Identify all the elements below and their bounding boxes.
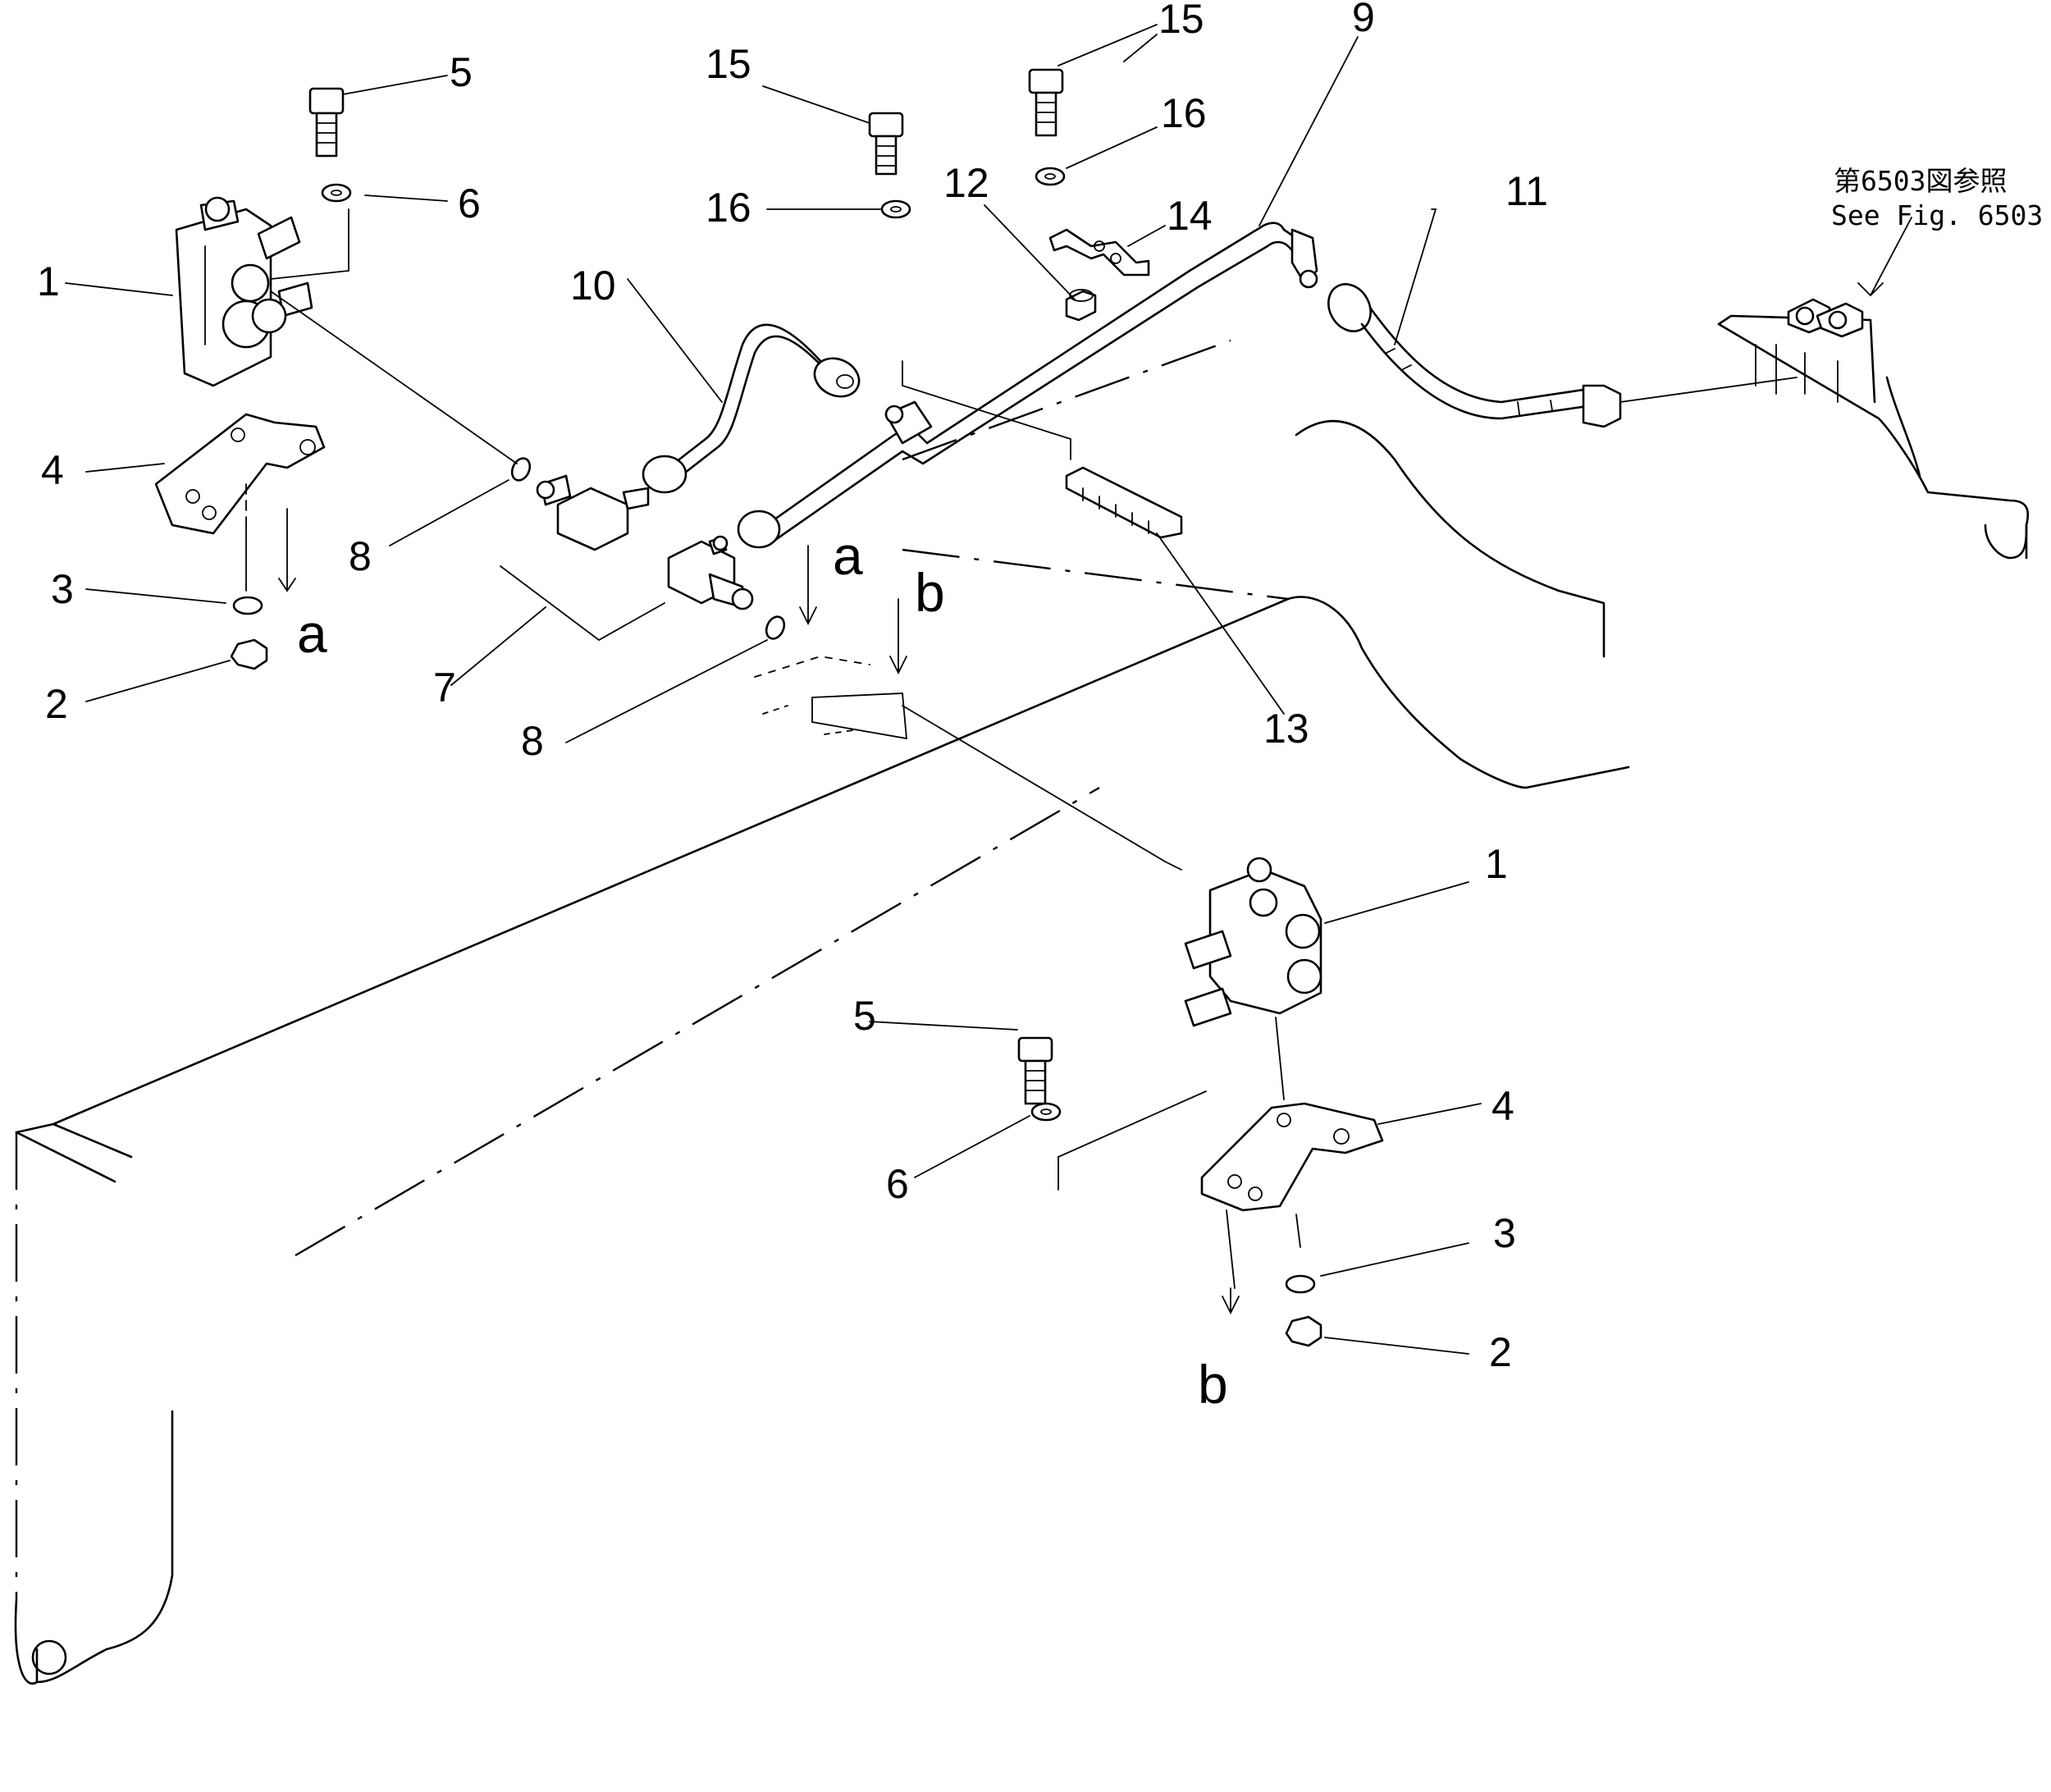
label-9: 9 bbox=[1352, 0, 1375, 40]
marker-a-left: a bbox=[297, 603, 327, 664]
reference-en: See Fig. 6503 bbox=[1831, 199, 2043, 231]
tube-10 bbox=[642, 323, 861, 494]
label-3-left: 3 bbox=[51, 566, 74, 612]
label-4-right: 4 bbox=[1491, 1083, 1514, 1129]
label-4-left: 4 bbox=[41, 447, 64, 493]
label-6-left: 6 bbox=[458, 181, 481, 226]
bracket-right bbox=[1057, 1090, 1384, 1315]
marker-a-center: a bbox=[833, 525, 863, 586]
clamp-14 bbox=[1048, 228, 1150, 322]
label-7: 7 bbox=[433, 665, 456, 711]
label-1-left: 1 bbox=[37, 258, 60, 304]
label-5-left: 5 bbox=[450, 49, 473, 95]
bolt-left bbox=[270, 87, 352, 280]
plate-13 bbox=[902, 360, 1183, 539]
mount-footprints bbox=[754, 656, 1166, 862]
bracket-left bbox=[154, 413, 326, 535]
label-16-left: 16 bbox=[706, 185, 751, 231]
marker-b-center: b bbox=[915, 562, 945, 623]
label-12: 12 bbox=[943, 160, 989, 206]
reference-jp: 第6503図参照 bbox=[1834, 165, 2007, 197]
tube-9 bbox=[737, 222, 1318, 549]
nut-left bbox=[230, 508, 296, 670]
reference-fitting bbox=[1717, 298, 2030, 560]
marker-b-right: b bbox=[1198, 1354, 1228, 1415]
bolt-15-left bbox=[868, 112, 911, 219]
bolt-15-right bbox=[1028, 68, 1066, 186]
label-5-right: 5 bbox=[853, 993, 876, 1039]
label-6-right: 6 bbox=[886, 1161, 909, 1207]
valve-left bbox=[175, 196, 313, 387]
frame-body bbox=[14, 339, 1630, 1685]
hose-11 bbox=[1327, 283, 1797, 428]
leader-lines bbox=[65, 24, 1912, 1355]
reference-note: 第6503図参照 See Fig. 6503 bbox=[1831, 165, 2043, 231]
part-labels: 1 4 3 2 5 6 8 7 8 10 15 16 12 15 16 14 9… bbox=[37, 0, 1548, 1375]
label-8-left: 8 bbox=[349, 533, 372, 579]
nut-right bbox=[1285, 1274, 1322, 1347]
label-14: 14 bbox=[1167, 193, 1213, 239]
label-1-right: 1 bbox=[1485, 841, 1508, 887]
label-8-center: 8 bbox=[521, 718, 544, 764]
label-3-right: 3 bbox=[1493, 1210, 1516, 1256]
label-2-left: 2 bbox=[45, 681, 68, 727]
detail-markers: a a b b bbox=[297, 525, 1228, 1415]
valve-right bbox=[1164, 857, 1322, 1100]
label-13: 13 bbox=[1263, 706, 1309, 752]
tee-fitting bbox=[510, 457, 786, 640]
label-15-right: 15 bbox=[1158, 0, 1204, 42]
bolt-right bbox=[1017, 1036, 1062, 1122]
label-15-left: 15 bbox=[706, 41, 751, 87]
label-11: 11 bbox=[1505, 168, 1548, 214]
label-2-right: 2 bbox=[1489, 1329, 1512, 1375]
label-10: 10 bbox=[570, 263, 616, 309]
label-16-right: 16 bbox=[1161, 90, 1207, 136]
